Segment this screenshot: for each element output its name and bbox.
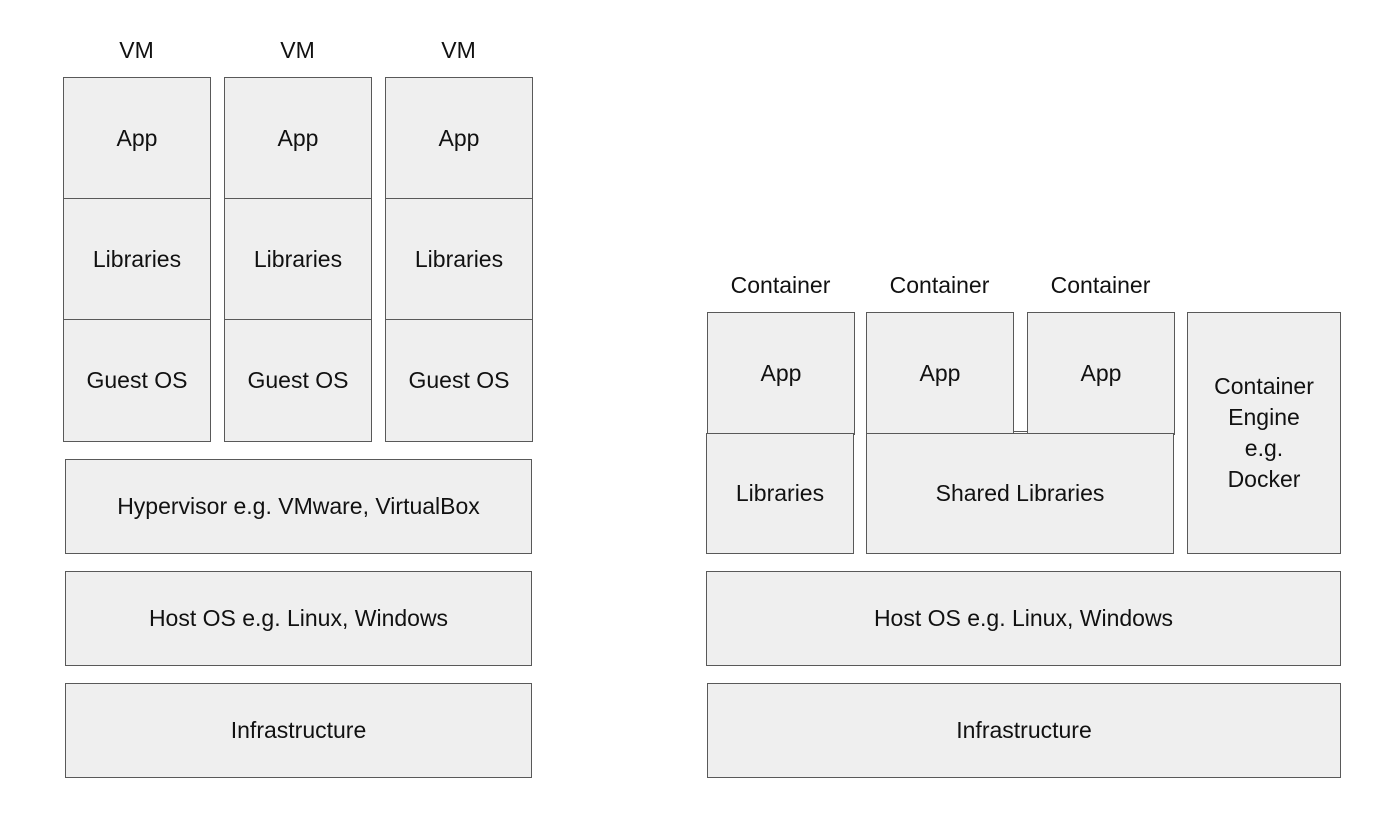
container-infrastructure-box: Infrastructure: [707, 683, 1341, 778]
vm-libraries-label: Libraries: [253, 246, 343, 272]
shared-libraries-box: Shared Libraries: [866, 433, 1174, 554]
container-host-os-box: Host OS e.g. Linux, Windows: [706, 571, 1341, 666]
container-libraries-label: Libraries: [735, 480, 825, 506]
container-app-label: App: [919, 360, 961, 386]
container-app-box: App: [866, 312, 1014, 435]
vm-libraries-box: Libraries: [224, 198, 372, 321]
vm-libraries-box: Libraries: [63, 198, 211, 321]
container-header: Container: [730, 272, 831, 298]
vm-guest-os-box: Guest OS: [385, 319, 533, 442]
vm-host-os-box: Host OS e.g. Linux, Windows: [65, 571, 532, 666]
vm-app-box: App: [63, 77, 211, 200]
vm-guest-os-box: Guest OS: [63, 319, 211, 442]
container-app-box: App: [1027, 312, 1175, 435]
vm-infrastructure-box: Infrastructure: [65, 683, 532, 778]
vm-app-box: App: [224, 77, 372, 200]
hypervisor-label: Hypervisor e.g. VMware, VirtualBox: [117, 493, 480, 519]
container-engine-label: Container Engine e.g. Docker: [1214, 373, 1314, 492]
container-engine-box: Container Engine e.g. Docker: [1187, 312, 1341, 554]
container-host-os-label: Host OS e.g. Linux, Windows: [873, 605, 1174, 631]
vm-libraries-label: Libraries: [92, 246, 182, 272]
vm-guest-os-label: Guest OS: [86, 367, 188, 393]
hypervisor-box: Hypervisor e.g. VMware, VirtualBox: [65, 459, 532, 554]
vm-app-label: App: [277, 125, 319, 151]
vm-header: VM: [441, 37, 476, 63]
container-libraries-box: Libraries: [706, 433, 854, 554]
vm-guest-os-label: Guest OS: [408, 367, 510, 393]
vm-app-label: App: [116, 125, 158, 151]
container-header: Container: [1050, 272, 1151, 298]
vm-app-label: App: [438, 125, 480, 151]
vm-guest-os-box: Guest OS: [224, 319, 372, 442]
container-header: Container: [889, 272, 990, 298]
vm-guest-os-label: Guest OS: [247, 367, 349, 393]
container-app-box: App: [707, 312, 855, 435]
vm-header: VM: [280, 37, 315, 63]
container-app-label: App: [1080, 360, 1122, 386]
connector-line: [1012, 431, 1028, 432]
vm-infrastructure-label: Infrastructure: [230, 717, 367, 743]
vm-libraries-label: Libraries: [414, 246, 504, 272]
shared-libraries-label: Shared Libraries: [935, 480, 1105, 506]
container-app-label: App: [760, 360, 802, 386]
vm-header: VM: [119, 37, 154, 63]
vm-libraries-box: Libraries: [385, 198, 533, 321]
vm-host-os-label: Host OS e.g. Linux, Windows: [148, 605, 449, 631]
vm-app-box: App: [385, 77, 533, 200]
container-infrastructure-label: Infrastructure: [956, 717, 1092, 743]
